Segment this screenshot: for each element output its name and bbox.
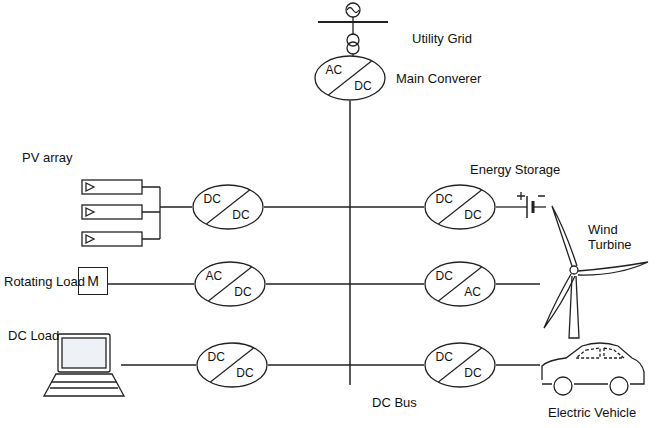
converter-type: AC xyxy=(464,285,481,299)
part-label: Rotating Load xyxy=(4,274,85,289)
laptop-icon xyxy=(44,334,196,396)
bus-wire xyxy=(350,206,424,207)
dc-bus xyxy=(349,101,351,385)
bus-wire xyxy=(350,364,424,365)
converter-type: DC xyxy=(236,366,253,380)
converter-ellipse: DC DC xyxy=(192,184,264,230)
converter-outline xyxy=(196,342,268,388)
converter-type: DC xyxy=(436,192,453,206)
battery-symbol xyxy=(496,192,546,218)
converter-ellipse: DC AC xyxy=(424,261,496,307)
wind-turbine xyxy=(496,206,648,338)
converter-type: DC xyxy=(208,350,225,364)
ellipse-outline xyxy=(425,262,495,306)
part-label: Main Converer xyxy=(396,71,481,86)
part-label: Electric Vehicle xyxy=(548,405,636,420)
ellipse-outline xyxy=(425,343,495,387)
converter-ellipse: DC DC xyxy=(196,342,268,388)
bus-wire xyxy=(264,206,350,207)
pv-array xyxy=(82,180,192,246)
converter-type: DC xyxy=(436,350,453,364)
converter-outline xyxy=(192,184,264,230)
part-label: DC Load xyxy=(8,328,59,343)
ellipse-outline xyxy=(425,185,495,229)
converter-ellipse: AC DC xyxy=(194,261,266,307)
wire xyxy=(108,283,194,284)
converter-outline xyxy=(424,184,496,230)
part-label: DC Bus xyxy=(372,395,417,410)
converter-outline xyxy=(424,261,496,307)
converter-type: DC xyxy=(436,269,453,283)
ellipse-outline xyxy=(197,343,267,387)
ellipse-outline xyxy=(195,262,265,306)
converter-ellipse: AC DC xyxy=(314,55,386,101)
transformer-symbol xyxy=(347,42,359,54)
part-label: Wind Turbine xyxy=(588,222,654,252)
converter-type: DC xyxy=(232,208,249,222)
converter-outline xyxy=(314,55,386,101)
converter-outline xyxy=(424,342,496,388)
converter-type: DC xyxy=(234,285,251,299)
ellipse-outline xyxy=(315,56,385,100)
converter-type: DC xyxy=(204,192,221,206)
converter-ellipse: DC DC xyxy=(424,184,496,230)
motor-label: M xyxy=(87,274,99,288)
bus-wire xyxy=(266,283,350,284)
bus-wire xyxy=(268,364,350,365)
part-label: Energy Storage xyxy=(470,162,560,177)
grid-wire xyxy=(352,17,353,35)
converter-type: DC xyxy=(464,366,481,380)
generator-symbol xyxy=(346,3,360,17)
converter-type: AC xyxy=(206,269,223,283)
sine-symbol xyxy=(347,8,359,13)
converter-type: DC xyxy=(464,208,481,222)
converter-outline xyxy=(194,261,266,307)
converter-type: DC xyxy=(354,79,371,93)
part-label: PV array xyxy=(22,150,73,165)
ellipse-outline xyxy=(193,185,263,229)
converter-ellipse: DC DC xyxy=(424,342,496,388)
bus-wire xyxy=(350,283,424,284)
part-label: Utility Grid xyxy=(412,31,472,46)
converter-type: AC xyxy=(326,63,343,77)
car-outline xyxy=(496,343,644,395)
